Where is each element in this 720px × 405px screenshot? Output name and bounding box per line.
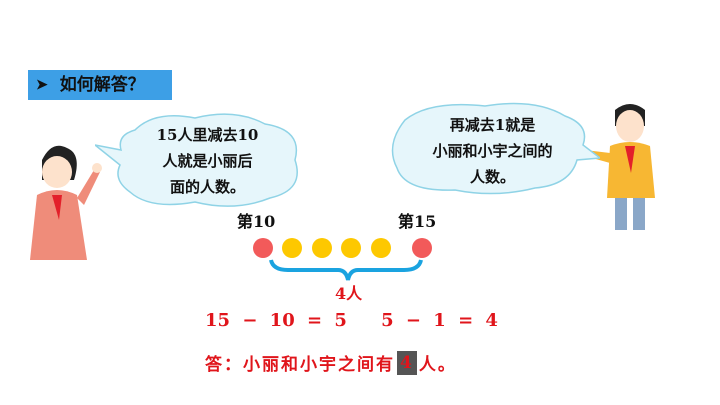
brace-label: 4人 [335,284,363,303]
bubble-line: 人就是小丽后 [162,152,253,170]
girl-illustration [30,145,102,260]
start-position-label: 第10 [237,212,276,231]
end-position-label: 第15 [398,212,437,231]
equation-2: 5 − 1 = 4 [381,310,498,331]
answer-prefix: 答：小丽和小宇之间有 [205,355,395,375]
equation-1: 15 − 10 = 5 [205,310,347,331]
bubble-line: 人数。 [469,168,515,186]
left-speech-bubble: 15人里减去10 人就是小丽后 面的人数。 [95,110,305,210]
bubble-line: 小丽和小宇之间的 [432,142,553,160]
yellow-dot [282,238,302,258]
answer-value-highlight: 4 [397,350,417,375]
bubble-line: 再减去1就是 [449,116,536,134]
equations: 15 − 10 = 5 5 − 1 = 4 [205,310,498,331]
triangle-arrow-icon: ➤ [36,77,48,93]
red-dot [253,238,273,258]
right-speech-bubble: 再减去1就是 小丽和小宇之间的 人数。 [385,100,600,195]
red-dot [412,238,432,258]
bubble-line: 面的人数。 [169,178,245,196]
answer-suffix: 人。 [418,355,457,375]
yellow-dot [371,238,391,258]
boy-illustration [585,104,655,230]
section-header: ➤ 如何解答？ [28,70,172,100]
curly-brace [269,259,423,281]
yellow-dot [341,238,361,258]
bubble-line: 15人里减去10 [156,126,259,144]
yellow-dot [312,238,332,258]
section-title: 如何解答？ [59,75,145,95]
answer-line: 答：小丽和小宇之间有 4 人。 [205,350,457,375]
